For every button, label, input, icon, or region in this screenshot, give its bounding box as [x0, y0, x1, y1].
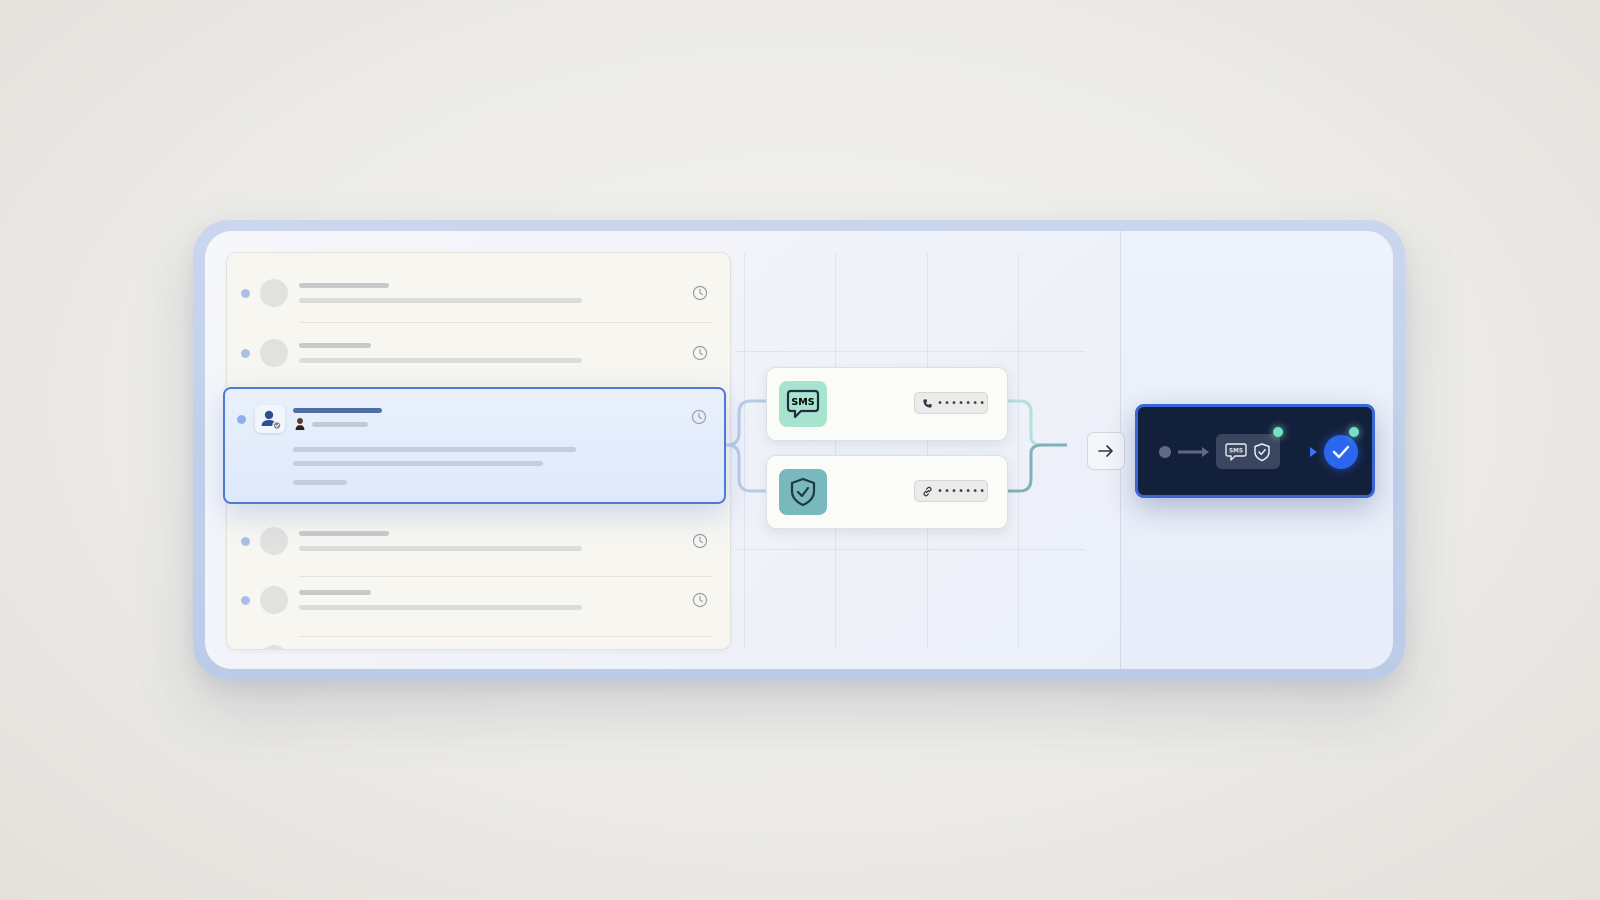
secure-tile	[779, 469, 827, 515]
avatar	[260, 645, 288, 649]
link-target-pill[interactable]: •••••••	[914, 480, 988, 502]
status-indicator	[1349, 427, 1359, 437]
placeholder-line	[299, 283, 389, 288]
status-dot	[241, 596, 250, 605]
verification-result-card[interactable]: SMS	[1135, 404, 1375, 498]
avatar	[260, 586, 288, 614]
placeholder-line	[299, 531, 389, 536]
status-indicator	[1273, 427, 1283, 437]
clock-icon	[692, 285, 708, 301]
placeholder-line	[293, 480, 347, 485]
placeholder-line	[299, 590, 371, 595]
avatar	[260, 279, 288, 307]
masked-phone: •••••••	[937, 397, 987, 409]
status-dot	[241, 537, 250, 546]
placeholder-line	[312, 422, 368, 427]
placeholder-line	[299, 343, 371, 348]
secure-link-channel-card[interactable]: •••••••	[766, 455, 1008, 529]
avatar	[260, 527, 288, 555]
sms-channel-card[interactable]: SMS •••••••	[766, 367, 1008, 441]
masked-link: •••••••	[937, 485, 987, 497]
arrow-right-icon	[1098, 445, 1113, 457]
sms-label: SMS	[791, 397, 814, 408]
link-icon	[923, 486, 932, 496]
placeholder-line	[293, 461, 543, 466]
list-item[interactable]	[227, 263, 730, 323]
grid-line	[735, 351, 1085, 352]
person-photo-icon	[295, 418, 305, 430]
list-item[interactable]	[227, 637, 730, 649]
chat-bubble-icon: SMS	[1225, 442, 1247, 461]
phone-target-pill[interactable]: •••••••	[914, 392, 988, 414]
row-divider	[299, 636, 712, 637]
flow-arrow-icon	[1178, 447, 1209, 457]
sms-tile: SMS	[779, 381, 827, 427]
clock-icon	[692, 592, 708, 608]
list-item[interactable]	[227, 517, 730, 577]
status-dot	[241, 289, 250, 298]
chip-sms-label: SMS	[1229, 448, 1243, 454]
phone-icon	[923, 398, 932, 408]
grid-line	[927, 253, 928, 647]
grid-line	[835, 253, 836, 647]
avatar	[260, 339, 288, 367]
clock-icon	[692, 533, 708, 549]
row-divider	[299, 576, 712, 577]
user-avatar-tile	[255, 405, 285, 433]
placeholder-line	[293, 447, 576, 452]
grid-line	[735, 549, 1085, 550]
placeholder-line	[299, 298, 582, 303]
start-node	[1159, 446, 1171, 458]
list-item-selected[interactable]	[223, 387, 726, 504]
clock-icon	[692, 345, 708, 361]
list-item[interactable]	[227, 323, 730, 383]
method-chip: SMS	[1216, 434, 1280, 469]
shield-check-icon	[790, 477, 816, 507]
clock-icon	[691, 409, 707, 425]
list-item[interactable]	[227, 577, 730, 637]
grid-line	[744, 253, 745, 647]
user-icon	[261, 410, 282, 431]
chat-bubble-icon: SMS	[786, 389, 820, 419]
success-check	[1324, 435, 1358, 469]
grid-line	[1018, 253, 1019, 647]
continue-button[interactable]	[1087, 432, 1125, 470]
shield-check-icon	[1254, 442, 1270, 461]
placeholder-line	[299, 605, 582, 610]
status-dot	[237, 415, 246, 424]
row-divider	[299, 322, 712, 323]
placeholder-line	[299, 546, 582, 551]
flow-arrow-icon	[1286, 447, 1317, 457]
placeholder-line	[299, 358, 582, 363]
placeholder-line	[293, 408, 382, 413]
checkmark-icon	[1332, 445, 1350, 459]
status-dot	[241, 349, 250, 358]
